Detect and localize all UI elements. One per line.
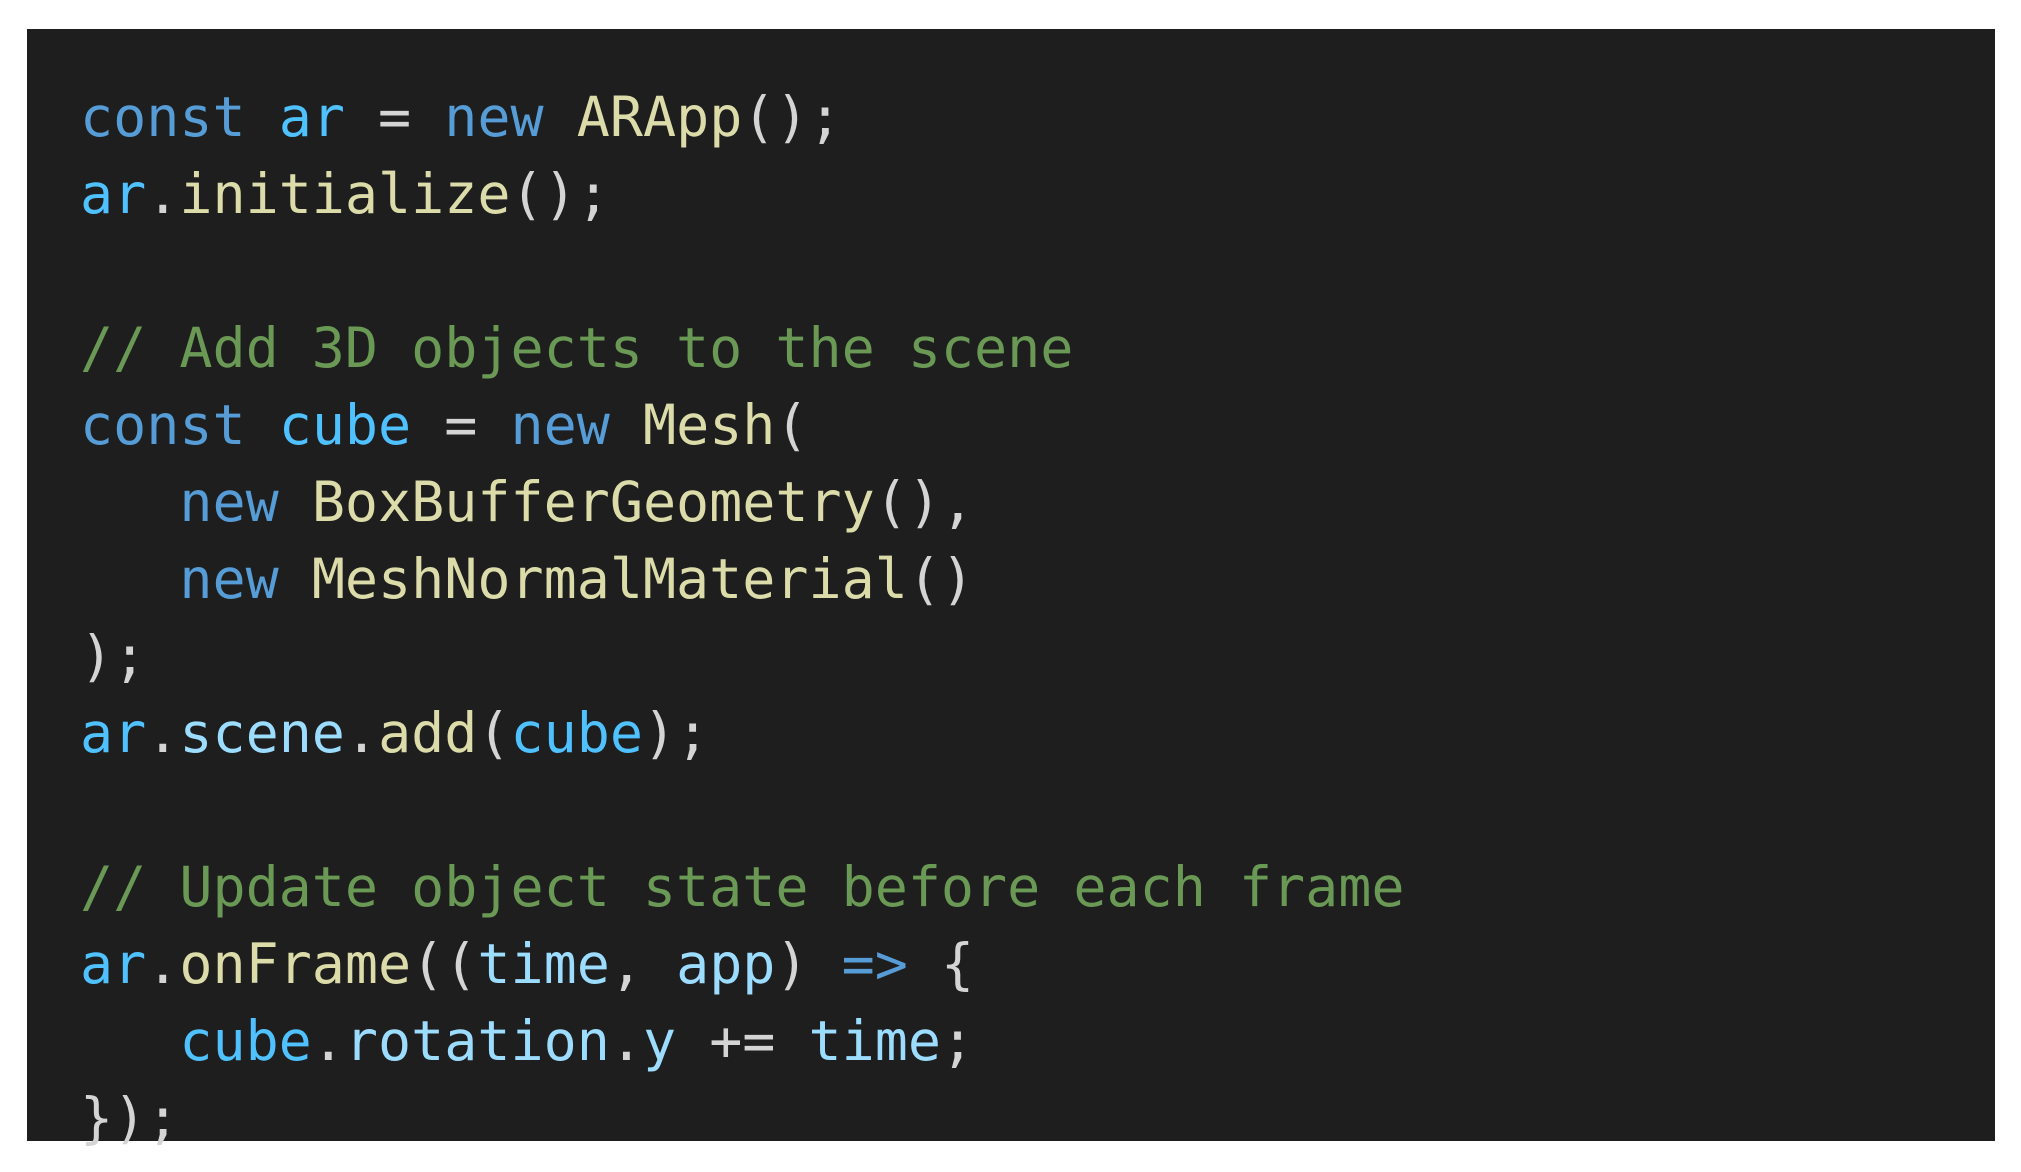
code-line-11: // Update object state before each frame — [80, 849, 1995, 926]
code-token: => — [841, 932, 908, 996]
code-token: new — [444, 85, 544, 149]
code-token — [279, 547, 312, 611]
code-token: time — [477, 932, 610, 996]
code-token: { — [907, 932, 975, 996]
code-token — [80, 1009, 179, 1073]
code-token: ); — [80, 624, 147, 688]
code-token: ARApp — [576, 85, 743, 149]
code-token: , — [609, 932, 677, 996]
code-line-13: cube.rotation.y += time; — [80, 1003, 1995, 1080]
code-token: . — [146, 701, 180, 765]
code-token: ar — [80, 162, 147, 226]
code-token: y — [642, 1009, 677, 1073]
code-token: const — [80, 393, 246, 457]
code-comment: // Add 3D objects to the scene — [80, 316, 1074, 380]
code-token: cube — [510, 701, 643, 765]
code-line-9: ar.scene.add(cube); — [80, 695, 1995, 772]
code-token: (); — [742, 85, 842, 149]
code-token: . — [146, 932, 180, 996]
code-token: new — [179, 470, 279, 534]
code-token: add — [378, 701, 478, 765]
code-token: time — [808, 1009, 941, 1073]
code-line-7: new MeshNormalMaterial() — [80, 541, 1995, 618]
code-token — [544, 85, 577, 149]
code-token: ( — [775, 393, 809, 457]
code-line-14: }); — [80, 1080, 1995, 1157]
code-token: (), — [874, 470, 975, 534]
code-token: ; — [940, 1009, 975, 1073]
code-token: onFrame — [179, 932, 412, 996]
code-token — [246, 393, 279, 457]
code-token: cube — [278, 393, 412, 457]
code-token: ar — [278, 85, 345, 149]
code-token: rotation — [344, 1009, 610, 1073]
code-token: (( — [411, 932, 478, 996]
code-token: Mesh — [642, 393, 776, 457]
code-token: app — [676, 932, 776, 996]
code-token — [246, 85, 279, 149]
code-token: ar — [80, 701, 147, 765]
code-token: . — [146, 162, 180, 226]
code-comment: // Update object state before each frame — [80, 855, 1405, 919]
code-line-1: const ar = new ARApp(); — [80, 79, 1995, 156]
code-line-12: ar.onFrame((time, app) => { — [80, 926, 1995, 1003]
code-token: ); — [642, 701, 710, 765]
code-token: . — [344, 701, 379, 765]
code-token — [279, 470, 312, 534]
code-token: new — [179, 547, 279, 611]
code-token: initialize — [179, 162, 511, 226]
code-token: }); — [80, 1086, 180, 1150]
code-token: . — [311, 1009, 345, 1073]
code-token: += — [676, 1009, 809, 1073]
code-token: scene — [179, 701, 345, 765]
code-token: () — [907, 547, 975, 611]
code-token: . — [609, 1009, 643, 1073]
code-token: ) — [775, 932, 842, 996]
code-token: = — [411, 393, 511, 457]
code-token: new — [510, 393, 610, 457]
code-editor-panel[interactable]: const ar = new ARApp();ar.initialize();/… — [27, 29, 1995, 1150]
code-token: ( — [477, 701, 511, 765]
code-token: = — [344, 85, 445, 149]
code-token — [80, 547, 179, 611]
code-line-8: ); — [80, 618, 1995, 695]
code-line-4: // Add 3D objects to the scene — [80, 310, 1995, 387]
code-token — [610, 393, 643, 457]
code-token: ar — [80, 932, 147, 996]
code-token: BoxBufferGeometry — [311, 470, 875, 534]
code-token: cube — [179, 1009, 312, 1073]
code-token: const — [80, 85, 246, 149]
code-line-6: new BoxBufferGeometry(), — [80, 464, 1995, 541]
code-line-5: const cube = new Mesh( — [80, 387, 1995, 464]
code-line-2: ar.initialize(); — [80, 156, 1995, 233]
code-token: (); — [510, 162, 610, 226]
code-token — [80, 470, 179, 534]
code-token: MeshNormalMaterial — [311, 547, 908, 611]
code-lines: const ar = new ARApp();ar.initialize();/… — [80, 79, 1995, 1157]
code-line-10 — [80, 772, 1995, 849]
code-line-3 — [80, 233, 1995, 310]
